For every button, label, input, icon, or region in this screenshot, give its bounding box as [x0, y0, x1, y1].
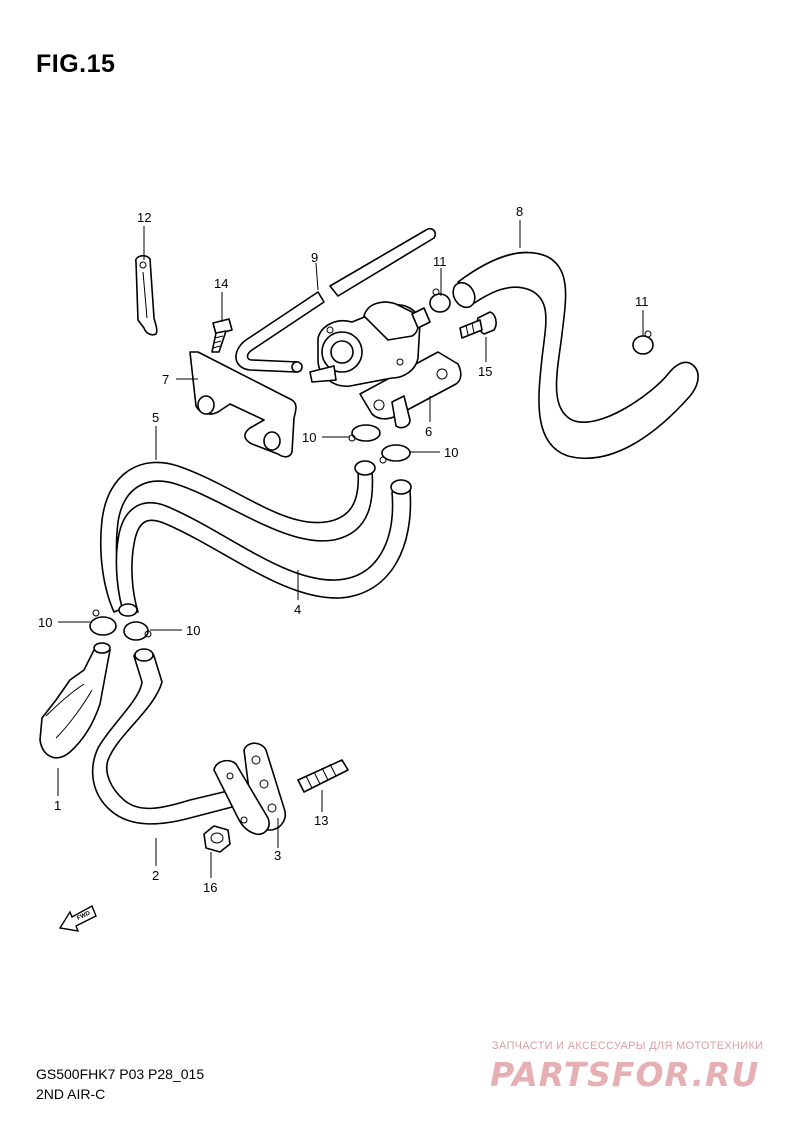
part-10-clip-b: [379, 444, 411, 464]
callout-16: 16: [203, 880, 217, 895]
part-9-hose: [235, 227, 437, 373]
part-10-clip-a: [348, 424, 381, 442]
part-2-pipe: [91, 648, 237, 825]
part-3-gasket: [213, 742, 287, 836]
part-4-hose: [115, 479, 412, 617]
callout-labels: 12 14 7 5 9 8 11 11 15 6 10 10 4 10 10 1…: [38, 204, 649, 895]
callout-5: 5: [152, 410, 159, 425]
callout-15: 15: [478, 364, 492, 379]
part-6-valve: [309, 301, 462, 429]
callout-4: 4: [294, 602, 301, 617]
callout-11-right: 11: [635, 294, 649, 309]
part-10-clip-d: [123, 621, 152, 641]
part-15-bolt: [459, 311, 497, 339]
callout-10-lower-right: 10: [186, 623, 200, 638]
watermark-tagline: ЗАПЧАСТИ И АКСЕССУАРЫ ДЛЯ МОТОТЕХНИКИ: [492, 1040, 764, 1052]
callout-9: 9: [311, 250, 318, 265]
callout-10-valve-left: 10: [302, 430, 316, 445]
callout-8: 8: [516, 204, 523, 219]
callout-7: 7: [162, 372, 169, 387]
watermark-logo: PARTSFOR.RU: [490, 1055, 760, 1094]
part-7-bracket: [189, 351, 297, 458]
section-title: 2ND AIR-C: [36, 1086, 106, 1102]
callout-14: 14: [214, 276, 228, 291]
callout-6: 6: [425, 424, 432, 439]
model-code: GS500FHK7 P03 P28_015: [36, 1066, 205, 1082]
callout-11-upper: 11: [433, 254, 447, 269]
callout-13: 13: [314, 813, 328, 828]
fwd-label: FWD: [76, 910, 92, 921]
part-11-clip-a: [429, 288, 451, 313]
figure-title: FIG.15: [36, 50, 116, 78]
callout-10-lower-left: 10: [38, 615, 52, 630]
callout-10-valve-right: 10: [444, 445, 458, 460]
part-13-stud: [297, 759, 349, 793]
fwd-arrow-icon: FWD: [58, 905, 97, 932]
leader-lines: [57, 220, 644, 878]
part-1-pipe: [39, 642, 111, 759]
part-8-hose: [452, 251, 699, 459]
part-14-bolt: [211, 318, 233, 353]
part-11-clip-b: [632, 330, 654, 355]
part-10-clip-c: [89, 609, 117, 636]
part-16-nut: [203, 825, 231, 853]
callout-12: 12: [137, 210, 151, 225]
part-12-clamp: [135, 254, 158, 336]
part-5-hose: [99, 460, 376, 613]
callout-3: 3: [274, 848, 281, 863]
callout-2: 2: [152, 868, 159, 883]
callout-1: 1: [54, 798, 61, 813]
